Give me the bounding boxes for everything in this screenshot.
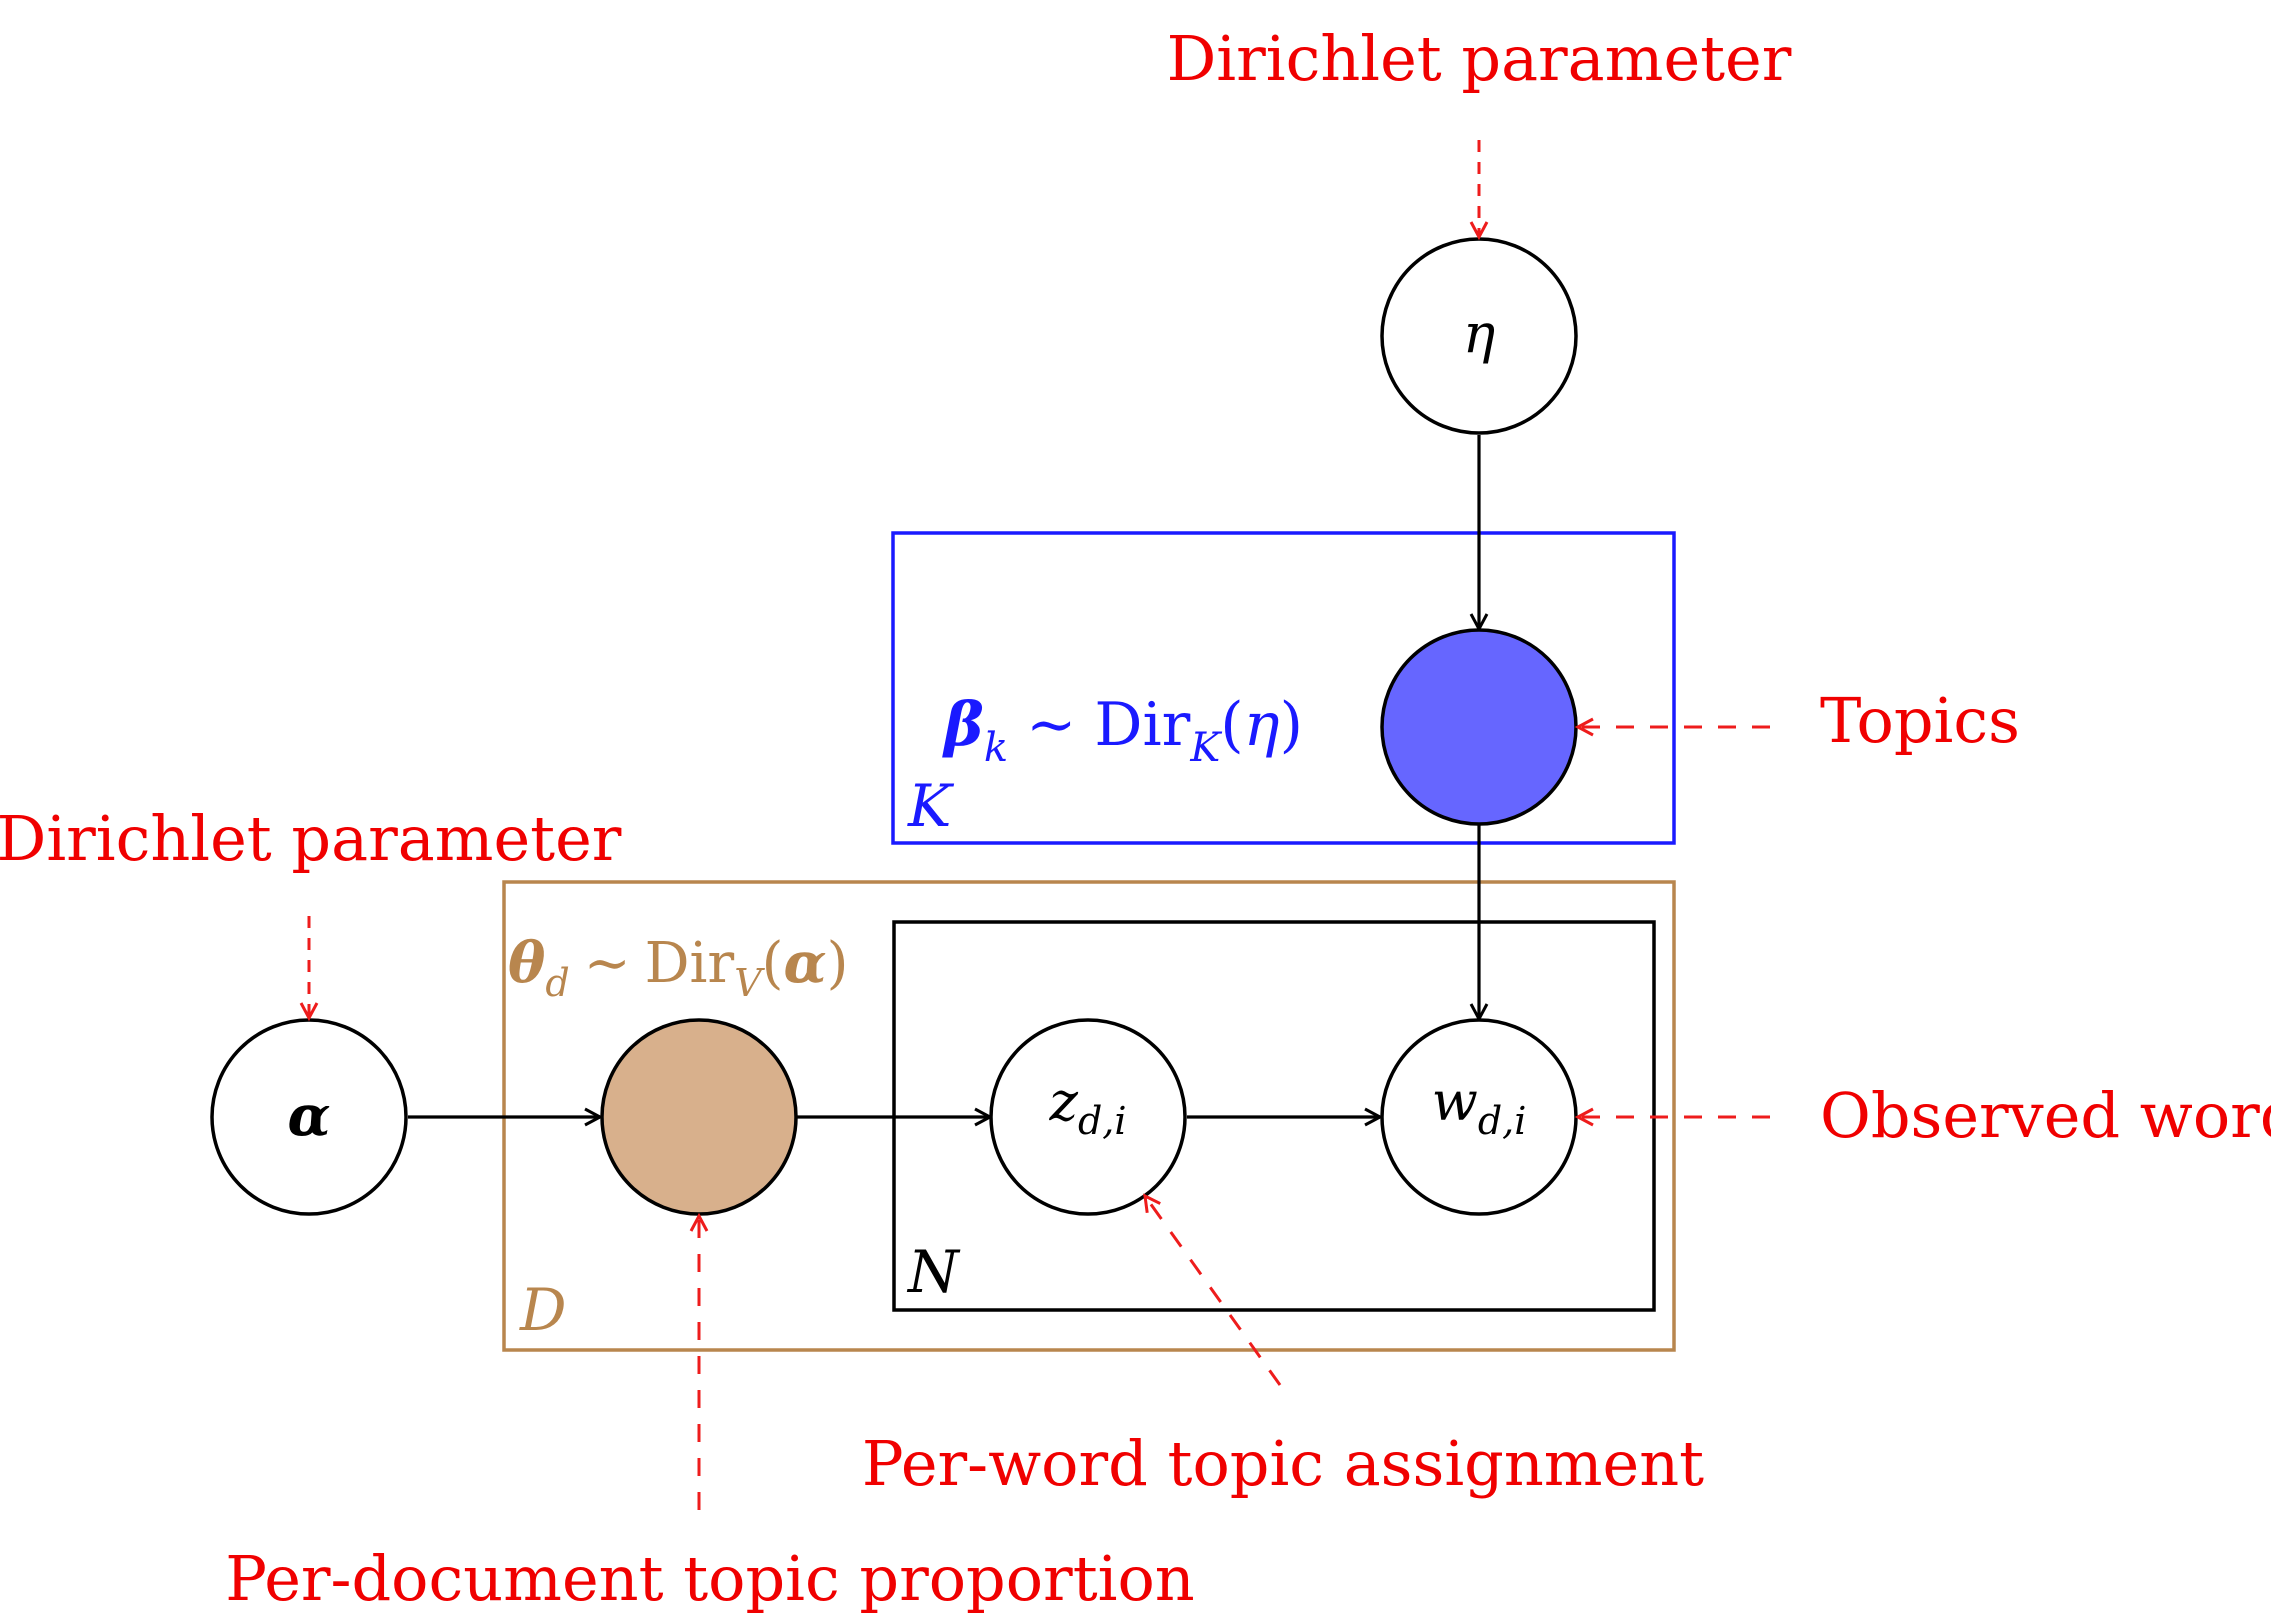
beta-formula-sub: k (984, 725, 1008, 771)
beta-formula: βk ∼ DirK(η) (942, 690, 1303, 771)
beta-formula-dir-sub: K (1189, 725, 1222, 771)
theta-formula: θd ∼DirV(α) (508, 930, 848, 1005)
w-subscript: d,i (1478, 1099, 1527, 1143)
beta-formula-sim: ∼ (1026, 690, 1076, 760)
per-word-topic-arrow (1145, 1196, 1282, 1386)
beta-formula-arg: η (1244, 690, 1280, 760)
z-base: z (1048, 1070, 1078, 1133)
per-word-topic-label: Per-word topic assignment (862, 1427, 1704, 1500)
theta-formula-symbol: θ (508, 930, 546, 996)
z-symbol: zd,i (1048, 1070, 1126, 1143)
theta-formula-dir: Dir (645, 931, 735, 996)
z-node (989, 1018, 1187, 1216)
plate-N-label: N (906, 1238, 961, 1306)
beta-formula-open: ( (1220, 690, 1243, 760)
plate-K (891, 531, 1676, 845)
w-symbol: wd,i (1432, 1070, 1527, 1143)
theta-formula-sim: ∼ (584, 931, 631, 996)
theta-formula-sub: d (545, 961, 569, 1005)
eta-symbol: η (1463, 302, 1495, 365)
theta-formula-open: ( (762, 931, 784, 996)
topics-label: Topics (1820, 684, 2020, 757)
beta-node (1380, 628, 1578, 826)
beta-formula-symbol: β (942, 690, 984, 760)
beta-formula-close: ) (1280, 690, 1303, 760)
observed-word-label: Observed word (1820, 1079, 2271, 1152)
plate-D-label: D (519, 1276, 567, 1344)
alpha-symbol: α (287, 1083, 330, 1149)
w-base: w (1432, 1070, 1478, 1133)
beta-formula-dir: Dir (1094, 690, 1190, 760)
theta-formula-dir-sub: V (734, 961, 765, 1005)
z-subscript: d,i (1078, 1099, 1127, 1143)
theta-formula-arg: α (784, 930, 827, 996)
dirichlet-param-top-label: Dirichlet parameter (1167, 22, 1792, 95)
per-doc-topic-label: Per-document topic proportion (225, 1542, 1194, 1615)
theta-formula-close: ) (827, 931, 849, 996)
plate-K-label: K (907, 772, 955, 840)
dirichlet-param-left-label: Dirichlet parameter (0, 802, 622, 875)
theta-node (600, 1018, 798, 1216)
